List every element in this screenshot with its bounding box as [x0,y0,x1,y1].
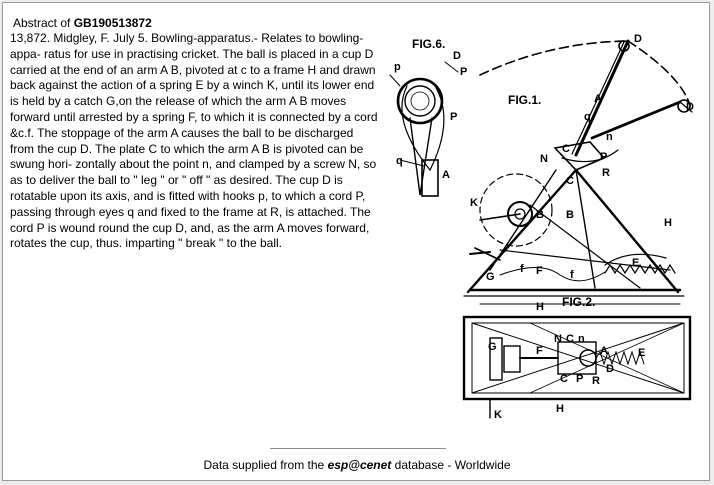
label-fig1-g: G [486,271,495,283]
label-fig2-n-small: n [578,333,585,345]
label-fig2-c2: C [560,373,568,385]
fig2-plan-drawing [462,303,692,419]
footer: Data supplied from the esp@cenet databas… [0,458,714,472]
label-fig2-k: K [494,409,502,421]
label-fig2-p: P [576,373,583,385]
label-fig6-p-upper: P [460,66,467,78]
label-fig1-c2: C [566,175,574,187]
fig6-title: FIG.6. [412,37,445,51]
label-fig1-d-right: D [686,101,694,113]
label-fig1-c: C [562,143,570,155]
footer-divider [270,448,446,449]
label-fig1-d-top: D [634,33,642,45]
abstract-header: Abstract of GB190513872 [13,16,152,30]
label-fig1-p: P [600,151,607,163]
label-fig1-f2: F [536,265,543,277]
abstract-text: 13,872. Midgley, F. July 5. Bowling-appa… [10,31,378,251]
fig2-title: FIG.2. [562,295,595,309]
header-prefix: Abstract of [13,16,74,30]
label-fig1-f1: f [520,263,524,275]
label-fig1-k: K [470,197,478,209]
label-fig6-q: q [396,155,403,167]
fig6-cup-drawing [389,61,459,197]
label-fig1-h: H [664,217,672,229]
abstract-window: Abstract of GB190513872 [2,2,710,481]
label-fig6-a: A [442,169,450,181]
patent-drawing: FIG.6. FIG.1. FIG.2. D P p P q A D D A q… [389,33,694,421]
label-fig1-q: q [584,111,591,123]
label-fig2-n: N [554,333,562,345]
label-fig1-n: n [606,131,613,143]
label-fig2-h-bottom: H [556,403,564,415]
fig1-title: FIG.1. [508,93,541,107]
label-fig2-h-top: H [536,301,544,313]
fig1-apparatus-drawing [463,39,693,297]
publication-number: GB190513872 [73,16,152,30]
label-fig6-d: D [453,50,461,62]
label-fig1-f3: f [570,269,574,281]
footer-suffix: database - Worldwide [391,458,511,472]
label-fig2-e: E [638,347,645,359]
footer-source: esp@cenet [327,458,392,472]
footer-prefix: Data supplied from the [203,458,328,472]
label-fig6-p-lower: p [394,61,401,73]
label-fig1-e: E [632,257,639,269]
label-fig1-b2: B [566,209,574,221]
label-fig1-b1: B [536,209,544,221]
label-fig1-r: R [602,167,610,179]
label-fig6-p-side: P [450,111,457,123]
label-fig1-a: A [594,93,602,105]
label-fig2-g: G [488,341,497,353]
label-fig2-d: D [606,363,614,375]
label-fig2-f: F [536,345,543,357]
label-fig1-N: N [540,153,548,165]
label-fig2-a: A [600,345,608,357]
label-fig2-c: C [566,333,574,345]
label-fig2-r: R [592,375,600,387]
